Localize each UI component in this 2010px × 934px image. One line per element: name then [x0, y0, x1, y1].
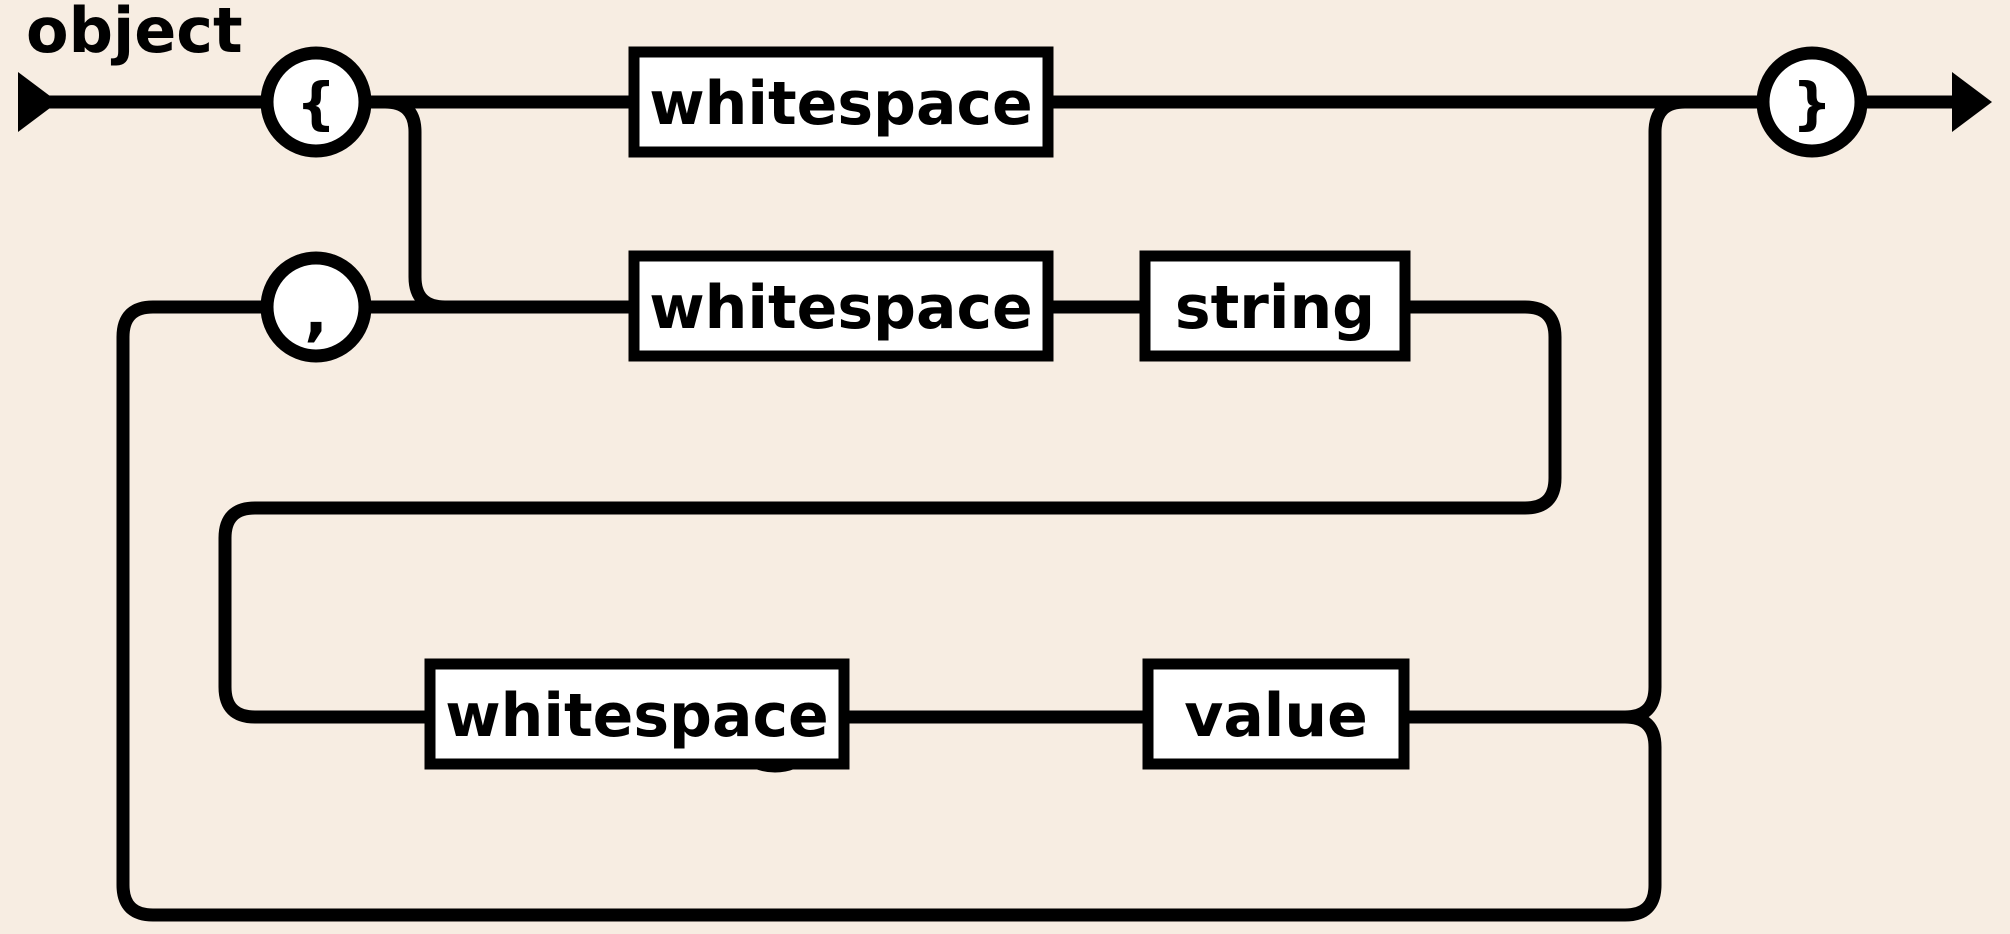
whitespace-2-label: whitespace — [649, 273, 1033, 343]
nonterminal-whitespace-2[interactable]: whitespace — [628, 250, 1054, 362]
nonterminal-string[interactable]: string — [1139, 250, 1411, 362]
whitespace-3-box[interactable] — [424, 658, 850, 770]
whitespace-2-box[interactable] — [628, 250, 1054, 362]
track-group — [38, 95, 1968, 922]
open-brace-circle[interactable] — [260, 46, 372, 158]
comma-circle[interactable] — [260, 251, 372, 363]
open-brace-label: { — [296, 72, 336, 137]
terminal-close-brace[interactable]: } — [1756, 46, 1868, 158]
whitespace-1-box[interactable] — [628, 46, 1054, 158]
track-loop-return-into-comma — [116, 300, 268, 885]
terminal-open-brace[interactable]: { — [260, 46, 372, 158]
close-brace-circle[interactable] — [1756, 46, 1868, 158]
comma-label: , — [304, 276, 328, 349]
string-box[interactable] — [1139, 250, 1411, 362]
value-label: value — [1184, 681, 1368, 751]
nonterminal-whitespace-3[interactable]: whitespace — [424, 658, 850, 770]
close-brace-label: } — [1792, 72, 1832, 137]
nonterminal-value[interactable]: value — [1142, 658, 1410, 770]
track-value-to-repeat-loop — [116, 710, 1662, 922]
track-value-to-closebrace-exit — [1404, 95, 1686, 724]
start-arrow-icon — [18, 72, 58, 132]
end-arrow-icon — [1952, 72, 1992, 132]
diagram-title: object — [26, 0, 243, 67]
track-connector-to-whitespace3 — [218, 501, 430, 724]
track-brace-branch-down-to-row2 — [365, 95, 634, 314]
track-string-to-connector — [255, 300, 1562, 515]
whitespace-1-label: whitespace — [649, 69, 1033, 139]
whitespace-3-label: whitespace — [445, 681, 829, 751]
string-label: string — [1175, 273, 1375, 343]
value-box[interactable] — [1142, 658, 1410, 770]
terminal-comma[interactable]: , — [260, 251, 372, 363]
nonterminal-whitespace-1[interactable]: whitespace — [628, 46, 1054, 158]
